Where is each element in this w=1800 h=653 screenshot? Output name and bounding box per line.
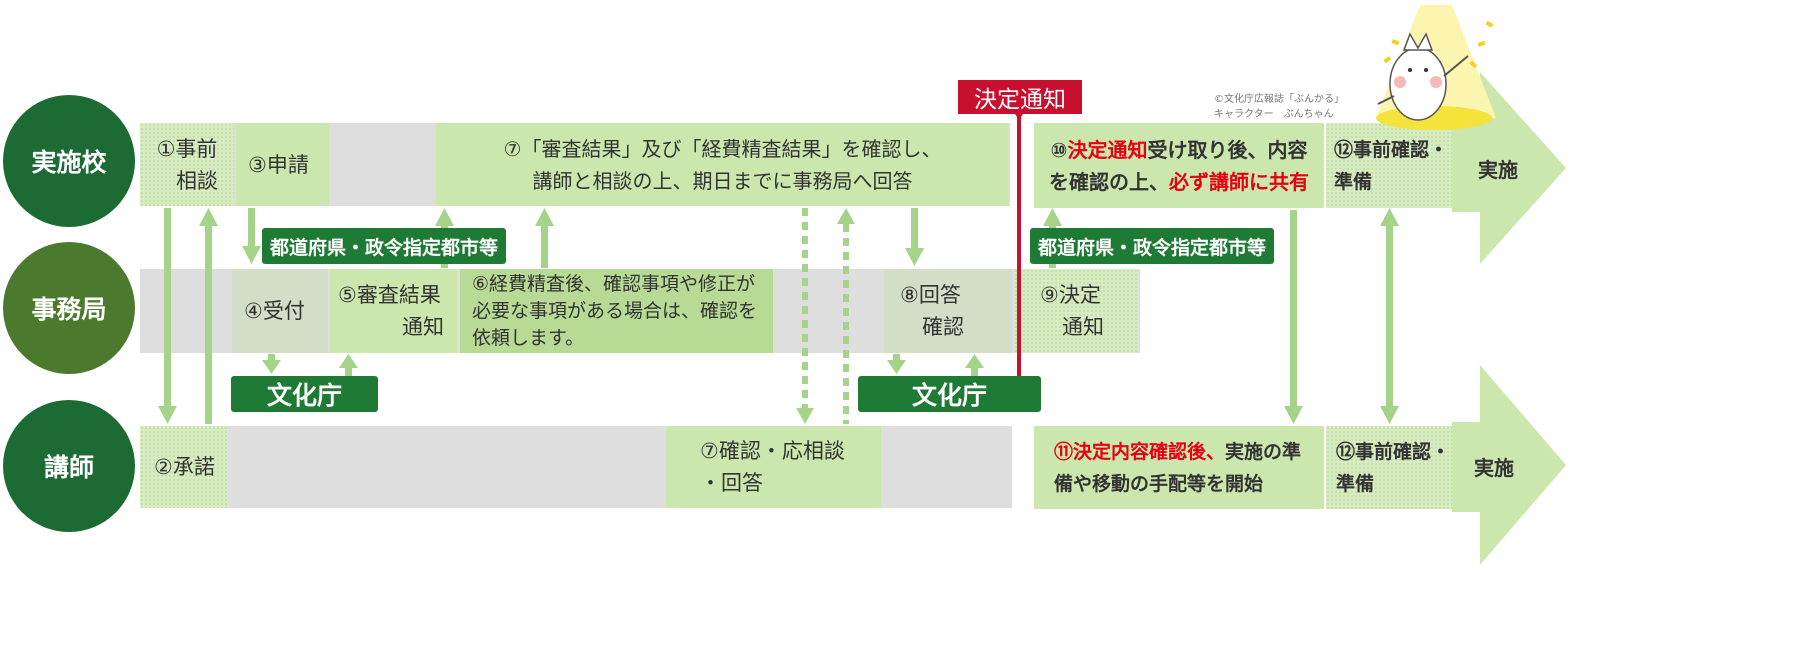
- step-11-red: ⑪決定内容確認後、: [1054, 440, 1226, 463]
- step-4-label: ④受付: [244, 299, 305, 323]
- step-10-line2b: 必ず講師に共有: [1169, 169, 1309, 194]
- arrow-prep-both: [1380, 208, 1399, 424]
- step-9-line2: 通知: [1062, 315, 1104, 339]
- step-1-line2: 相談: [176, 168, 218, 193]
- step-3-label: ③申請: [248, 152, 309, 177]
- step-2-label: ②承諾: [154, 455, 215, 479]
- step-11-line2: 備や移動の手配等を開始: [1054, 472, 1264, 495]
- step-10-receive-decision: ⑩決定通知受け取り後、内容 を確認の上、必ず講師に共有: [1034, 123, 1324, 208]
- final-arrow-instructor: [1452, 365, 1566, 565]
- step-5-line2: 通知: [402, 315, 444, 339]
- step-7-school-line2: 講師と相談の上、期日までに事務局へ回答: [532, 168, 913, 193]
- arrow-agency-to-office-2: [965, 354, 984, 376]
- arrow-office-to-agency-2: [887, 354, 906, 374]
- step-9-decision-notice: ⑨決定 通知: [1014, 269, 1138, 353]
- lane-instructor-label: 講師: [43, 453, 94, 482]
- step-10-red: 決定通知: [1067, 137, 1148, 162]
- step-6-line1: ⑥経費精査後、確認事項や修正が: [472, 272, 756, 295]
- step-7-instructor-line2: ・回答: [700, 471, 763, 495]
- step-5-line1: ⑤審査結果: [338, 283, 441, 307]
- step-11-line1: ⑪決定内容確認後、実施の準: [1054, 436, 1324, 468]
- step-7-instructor-line1: ⑦確認・応相談: [700, 439, 845, 463]
- mascot-illustration: [1376, 5, 1496, 130]
- step-1-line1: ①事前: [156, 136, 218, 161]
- arrow-agency-to-office-1: [339, 354, 358, 376]
- step-7-school-confirm: ⑦「審査結果」及び「経費精査結果」を確認し、 講師と相談の上、期日までに事務局へ…: [436, 123, 1009, 206]
- step-8-line2: 確認: [922, 315, 964, 339]
- step-10-rest: 受け取り後、内容: [1147, 137, 1308, 162]
- dotted-arrow-down: [796, 208, 814, 424]
- step-2-consent: ②承諾: [140, 426, 228, 508]
- step-6-line3: 依頼します。: [472, 326, 585, 349]
- step-12-instructor-line1: ⑫事前確認・: [1336, 440, 1451, 463]
- step-5-review-notice: ⑤審査結果 通知: [330, 269, 457, 353]
- step-1-pre-consultation: ①事前 相談: [140, 123, 234, 206]
- arrow-notice-up-2: [535, 208, 554, 268]
- agency-label-1: 文化庁: [231, 376, 378, 412]
- step-8-answer-check: ⑧回答 確認: [884, 269, 1012, 353]
- step-11-rest: 実施の準: [1225, 440, 1302, 463]
- arrow-answer-down: [905, 208, 924, 266]
- credit-line1: ©文化庁広報誌「ぶんかる」: [1214, 94, 1344, 105]
- decision-line: [1011, 108, 1027, 376]
- step-10-line2a: を確認の上、: [1049, 169, 1169, 194]
- step-11-start-preparation: ⑪決定内容確認後、実施の準 備や移動の手配等を開始: [1034, 426, 1324, 509]
- step-12-school-prep: ⑫事前確認・ 準備: [1326, 123, 1452, 208]
- step-10-line2: を確認の上、必ず講師に共有: [1049, 166, 1309, 198]
- prefecture-label-1: 都道府県・政令指定都市等: [262, 228, 506, 264]
- step-3-application: ③申請: [236, 123, 329, 206]
- mascot-credit: ©文化庁広報誌「ぶんかる」 キャラクター ぶんちゃん: [1214, 92, 1344, 122]
- arrow-instructor-to-school: [199, 208, 218, 424]
- final-label-instructor: 実施: [1474, 456, 1514, 480]
- prefecture-label-2: 都道府県・政令指定都市等: [1030, 228, 1274, 264]
- lane-instructor: 講師: [3, 400, 135, 532]
- agency-label-2: 文化庁: [858, 376, 1041, 412]
- arrow-share-down: [1284, 210, 1303, 424]
- decision-notice-label: 決定通知: [958, 80, 1082, 114]
- step-4-reception: ④受付: [232, 269, 328, 353]
- step-6-line2: 必要な事項がある場合は、確認を: [472, 299, 758, 322]
- final-label-school: 実施: [1478, 158, 1518, 182]
- dotted-arrow-up: [837, 208, 855, 424]
- arrow-school-to-instructor: [158, 208, 177, 424]
- lane-office: 事務局: [3, 242, 135, 374]
- step-12-school-line2: 準備: [1334, 170, 1373, 193]
- lane-school-label: 実施校: [31, 148, 107, 177]
- step-10-line1: ⑩決定通知受け取り後、内容: [1051, 134, 1308, 166]
- step-8-line1: ⑧回答: [900, 283, 961, 307]
- step-12-instructor-line2: 準備: [1336, 472, 1375, 495]
- arrow-application-down: [242, 208, 261, 264]
- lane-office-label: 事務局: [31, 295, 107, 324]
- step-6-expense-review: ⑥経費精査後、確認事項や修正が 必要な事項がある場合は、確認を 依頼します。: [460, 269, 773, 353]
- step-12-school-line1: ⑫事前確認・: [1334, 138, 1449, 161]
- step-10-num: ⑩: [1050, 137, 1068, 162]
- step-12-instructor-prep: ⑫事前確認・ 準備: [1326, 426, 1452, 509]
- step-7-instructor-confirm: ⑦確認・応相談 ・回答: [666, 426, 881, 508]
- step-7-school-line1: ⑦「審査結果」及び「経費精査結果」を確認し、: [503, 136, 942, 161]
- credit-line2: キャラクター ぶんちゃん: [1214, 109, 1334, 120]
- lane-school: 実施校: [3, 95, 135, 227]
- arrow-office-to-agency-1: [262, 354, 281, 374]
- step-9-line1: ⑨決定: [1040, 283, 1101, 307]
